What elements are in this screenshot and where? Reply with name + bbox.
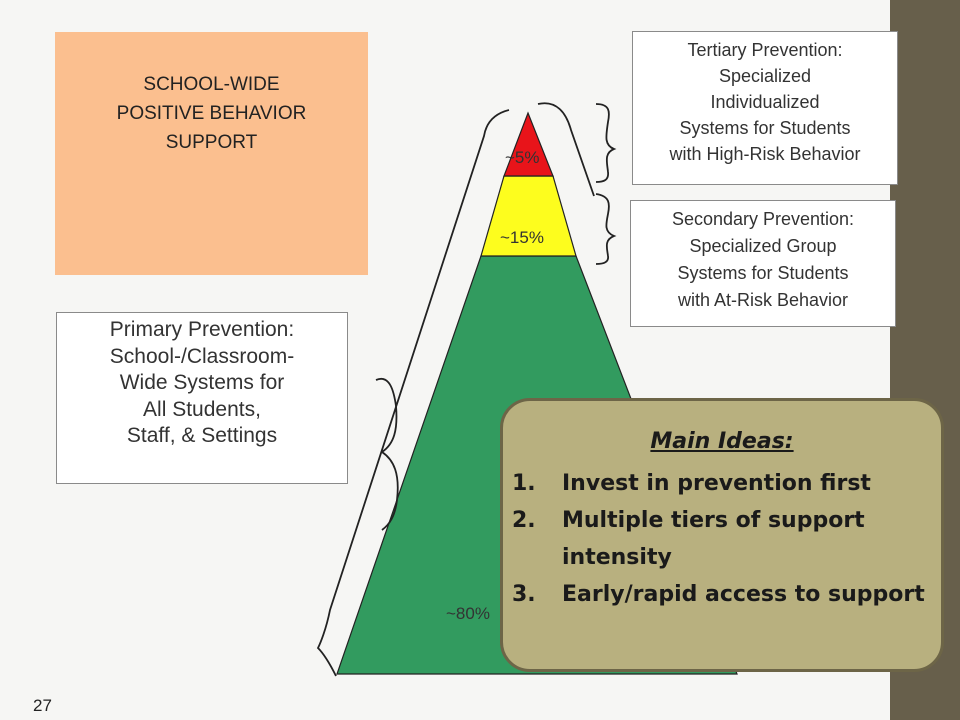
- pyramid-tier-red: [503, 111, 554, 177]
- primary-line-5: Staff, & Settings: [126, 424, 278, 447]
- tertiary-line-1: Tertiary Prevention:: [687, 40, 843, 60]
- tertiary-prevention-box: Tertiary Prevention: Specialized Individ…: [632, 31, 898, 185]
- main-idea-item: 1. Invest in prevention first: [512, 465, 932, 502]
- secondary-line-4: with At-Risk Behavior: [677, 290, 849, 310]
- main-idea-text: Multiple tiers of support intensity: [562, 508, 865, 570]
- tier-label-15: ~15%: [500, 228, 544, 247]
- primary-line-3: Wide Systems for: [119, 371, 285, 394]
- primary-brace: [316, 109, 510, 677]
- main-ideas-callout: Main Ideas: 1. Invest in prevention firs…: [500, 398, 944, 672]
- tip-bracket: [537, 102, 595, 197]
- primary-prevention-box: Primary Prevention: School-/Classroom- W…: [56, 312, 348, 484]
- main-idea-item: 2. Multiple tiers of support intensity: [512, 502, 932, 576]
- secondary-line-1: Secondary Prevention:: [671, 209, 855, 229]
- school-wide-line-3: SUPPORT: [165, 132, 258, 153]
- main-idea-text: Invest in prevention first: [562, 471, 871, 496]
- main-idea-text: Early/rapid access to support: [562, 582, 925, 607]
- main-idea-number: 1.: [512, 471, 536, 496]
- secondary-line-2: Specialized Group: [689, 236, 837, 256]
- slide-number: 27: [33, 696, 52, 715]
- school-wide-pbs-box: SCHOOL-WIDE POSITIVE BEHAVIOR SUPPORT: [55, 32, 368, 275]
- primary-box-brace: [375, 377, 399, 531]
- tertiary-line-4: Systems for Students: [679, 118, 851, 138]
- primary-line-4: All Students,: [143, 397, 261, 421]
- main-idea-number: 3.: [512, 582, 536, 607]
- tertiary-brace: [595, 103, 617, 183]
- secondary-prevention-box: Secondary Prevention: Specialized Group …: [630, 200, 896, 327]
- tertiary-line-2: Specialized: [718, 66, 812, 86]
- primary-line-2: School-/Classroom-: [109, 344, 295, 368]
- tier-label-5: ~5%: [505, 148, 540, 167]
- secondary-line-3: Systems for Students: [677, 263, 849, 283]
- tier-label-80: ~80%: [446, 604, 490, 623]
- main-idea-number: 2.: [512, 508, 536, 533]
- main-ideas-list: 1. Invest in prevention first 2. Multipl…: [512, 465, 932, 613]
- tertiary-line-5: with High-Risk Behavior: [669, 144, 861, 164]
- secondary-brace: [595, 193, 617, 265]
- main-idea-item: 3. Early/rapid access to support: [512, 576, 932, 613]
- school-wide-line-2: POSITIVE BEHAVIOR: [116, 103, 307, 124]
- primary-line-1: Primary Prevention:: [109, 318, 295, 341]
- tertiary-line-3: Individualized: [710, 92, 820, 112]
- school-wide-line-1: SCHOOL-WIDE: [143, 74, 280, 95]
- main-ideas-title: Main Ideas:: [650, 429, 794, 454]
